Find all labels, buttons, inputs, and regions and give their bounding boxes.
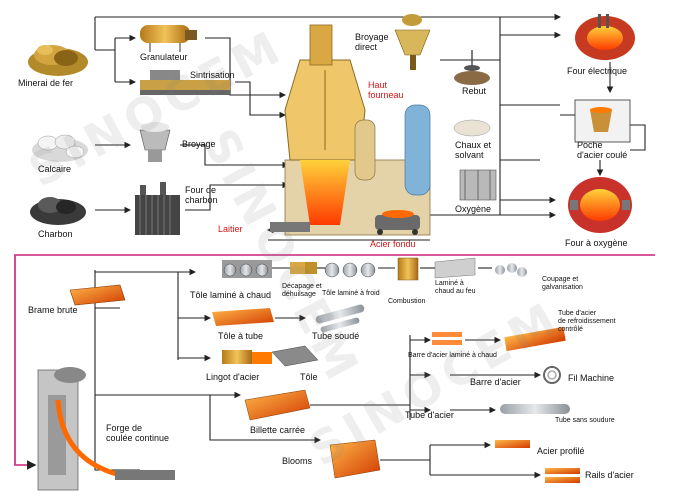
hot-rolled-sheet bbox=[434, 257, 476, 279]
steel-rails bbox=[545, 468, 580, 483]
label-lamine-feu: Laminé à chaud au feu bbox=[435, 280, 476, 295]
label-tole-froid: Tôle laminé à froid bbox=[322, 290, 380, 297]
slab-raw bbox=[69, 284, 126, 306]
label-chaux: Chaux et solvant bbox=[455, 140, 492, 160]
wire-rod-coil bbox=[543, 366, 561, 384]
label-poche: Poche d'acier coulé bbox=[577, 140, 628, 160]
label-rails: Rails d'acier bbox=[585, 470, 634, 480]
iron-ore-pile bbox=[28, 45, 88, 76]
label-haut-fourneau: Haut fourneau bbox=[368, 80, 404, 100]
label-rebut: Rebut bbox=[462, 86, 487, 96]
electric-furnace bbox=[575, 14, 635, 60]
crusher bbox=[139, 122, 171, 162]
label-billette: Billette carrée bbox=[250, 425, 306, 435]
label-tole: Tôle bbox=[300, 372, 318, 382]
label-forge: Forge de coulée continue bbox=[106, 423, 170, 443]
label-tole-tube: Tôle à tube bbox=[218, 331, 264, 341]
continuous-caster bbox=[37, 367, 175, 491]
pickling bbox=[290, 262, 317, 274]
label-lingot: Lingot d'acier bbox=[206, 372, 260, 382]
hot-rolled-bar-icons bbox=[432, 332, 462, 345]
cold-coils bbox=[324, 262, 376, 278]
oxygen-furnace bbox=[568, 177, 632, 233]
limestone-pile bbox=[32, 134, 88, 162]
label-tube-acier: Tube d'acier bbox=[405, 410, 454, 420]
label-coupage: Coupage et galvanisation bbox=[542, 276, 583, 291]
label-oxygene: Oxygène bbox=[455, 204, 492, 214]
label-sintrisation: Sintrisation bbox=[190, 70, 235, 80]
label-broyage-direct: Broyage direct bbox=[355, 32, 389, 52]
label-calcaire: Calcaire bbox=[38, 164, 72, 174]
label-tube-soude: Tube soudé bbox=[312, 331, 360, 341]
lime-pile bbox=[453, 119, 491, 137]
label-blooms: Blooms bbox=[282, 456, 313, 466]
direct-crusher bbox=[394, 14, 431, 70]
label-combustion: Combustion bbox=[388, 298, 426, 305]
transfer-line bbox=[14, 254, 655, 470]
label-four-oxygene: Four à oxygène bbox=[565, 238, 628, 248]
label-tube-sans: Tube sans soudure bbox=[555, 417, 615, 424]
granulator bbox=[140, 25, 197, 52]
label-four-charbon: Four de charbon bbox=[185, 185, 218, 205]
blast-furnace bbox=[270, 24, 431, 236]
label-tole-chaud: Tôle laminé à chaud bbox=[190, 290, 272, 300]
label-laitier: Laitier bbox=[218, 224, 243, 234]
annealing-coils bbox=[397, 257, 419, 281]
scrap-pile bbox=[454, 50, 490, 85]
coal-pile bbox=[30, 197, 86, 225]
seamless-tube bbox=[500, 404, 570, 414]
label-fil: Fil Machine bbox=[568, 373, 615, 383]
coke-oven bbox=[135, 182, 180, 235]
hot-coils bbox=[222, 260, 272, 278]
label-four-electrique: Four électrique bbox=[567, 66, 628, 76]
label-brame: Brame brute bbox=[28, 305, 78, 315]
label-charbon: Charbon bbox=[38, 229, 73, 239]
ladle bbox=[574, 99, 631, 143]
label-tube-refroid: Tube d'acier de refroidissement contrôlé bbox=[558, 310, 616, 333]
oxygen-plant bbox=[459, 169, 497, 201]
tube-plate bbox=[212, 308, 274, 326]
welded-tube bbox=[315, 304, 365, 333]
label-profile: Acier profilé bbox=[537, 446, 585, 456]
steel-plate bbox=[271, 345, 319, 367]
controlled-cooled-tube bbox=[504, 326, 566, 352]
ingot bbox=[222, 350, 272, 364]
label-decapage: Décapage et déhuilsage bbox=[282, 283, 322, 298]
label-granulateur: Granulateur bbox=[140, 52, 188, 62]
square-billet bbox=[244, 389, 311, 421]
label-barre: Barre d'acier bbox=[470, 377, 521, 387]
label-broyage: Broyage bbox=[182, 139, 216, 149]
label-minerai: Minerai de fer bbox=[18, 78, 74, 88]
galvanized-coils bbox=[495, 263, 527, 277]
blooms-bar bbox=[329, 439, 381, 479]
profile-steel bbox=[495, 440, 530, 448]
sintering-machine bbox=[140, 70, 230, 95]
label-acier-fondu: Acier fondu bbox=[370, 239, 416, 249]
label-barre-lamine: Barre d'acier laminé à chaud bbox=[408, 352, 497, 359]
